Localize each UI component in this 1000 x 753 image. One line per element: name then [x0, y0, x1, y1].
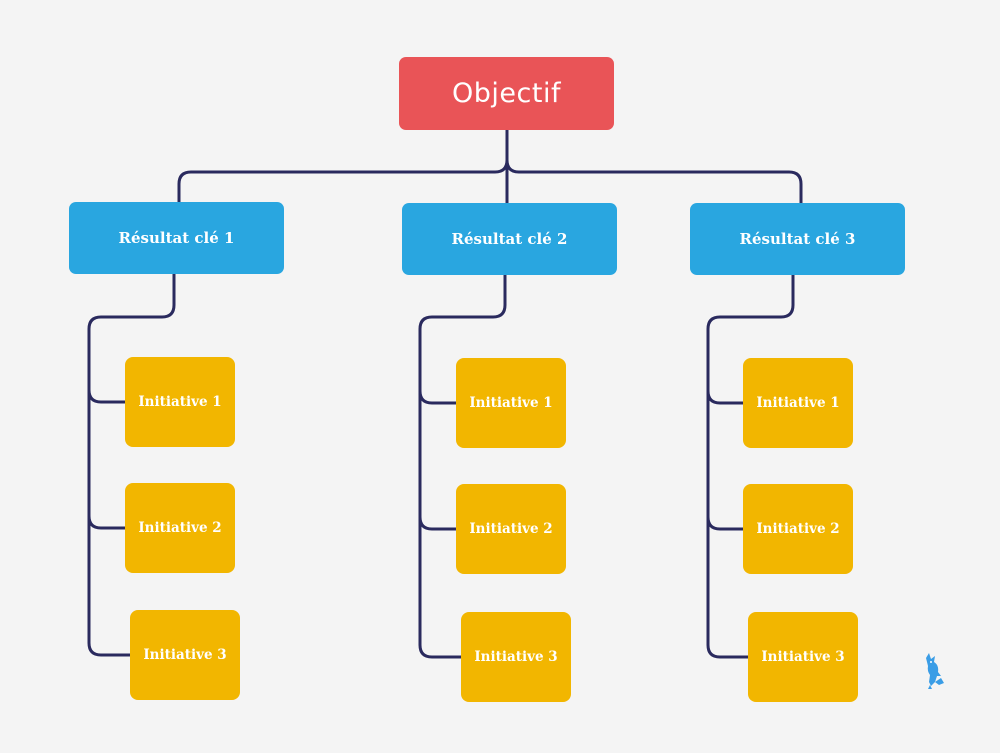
initiative-label: Initiative 1 [756, 395, 840, 411]
connector-kr3-init1 [706, 389, 745, 405]
initiative-node-2-2[interactable]: Initiative 2 [456, 484, 566, 574]
connector-kr2-init1 [418, 389, 458, 405]
initiative-label: Initiative 3 [761, 649, 845, 665]
connector-objective-kr1 [177, 128, 509, 206]
key-result-node-1[interactable]: Résultat clé 1 [69, 202, 284, 274]
key-result-node-2[interactable]: Résultat clé 2 [402, 203, 617, 275]
initiative-label: Initiative 3 [474, 649, 558, 665]
key-result-label: Résultat clé 3 [739, 230, 856, 248]
initiative-label: Initiative 2 [138, 520, 222, 536]
initiative-label: Initiative 1 [138, 394, 222, 410]
objective-node[interactable]: Objectif [399, 57, 614, 130]
fox-logo-icon [926, 653, 944, 689]
initiative-node-1-3[interactable]: Initiative 3 [130, 610, 240, 700]
connector-objective-kr3 [505, 128, 803, 206]
connector-kr3-init2 [706, 515, 745, 531]
initiative-label: Initiative 2 [756, 521, 840, 537]
initiative-label: Initiative 1 [469, 395, 553, 411]
initiative-node-1-1[interactable]: Initiative 1 [125, 357, 235, 447]
connector-kr3-trunk [706, 273, 795, 659]
connector-kr1-init1 [87, 388, 127, 404]
initiative-label: Initiative 2 [469, 521, 553, 537]
connector-kr1-trunk [87, 272, 176, 657]
connector-kr2-trunk [418, 273, 507, 659]
key-result-label: Résultat clé 1 [118, 229, 235, 247]
key-result-node-3[interactable]: Résultat clé 3 [690, 203, 905, 275]
initiative-label: Initiative 3 [143, 647, 227, 663]
initiative-node-3-2[interactable]: Initiative 2 [743, 484, 853, 574]
connector-kr2-init2 [418, 515, 458, 531]
initiative-node-3-1[interactable]: Initiative 1 [743, 358, 853, 448]
connector-kr1-init2 [87, 514, 127, 530]
initiative-node-2-1[interactable]: Initiative 1 [456, 358, 566, 448]
key-result-label: Résultat clé 2 [451, 230, 568, 248]
objective-label: Objectif [452, 78, 561, 109]
initiative-node-2-3[interactable]: Initiative 3 [461, 612, 571, 702]
initiative-node-3-3[interactable]: Initiative 3 [748, 612, 858, 702]
initiative-node-1-2[interactable]: Initiative 2 [125, 483, 235, 573]
